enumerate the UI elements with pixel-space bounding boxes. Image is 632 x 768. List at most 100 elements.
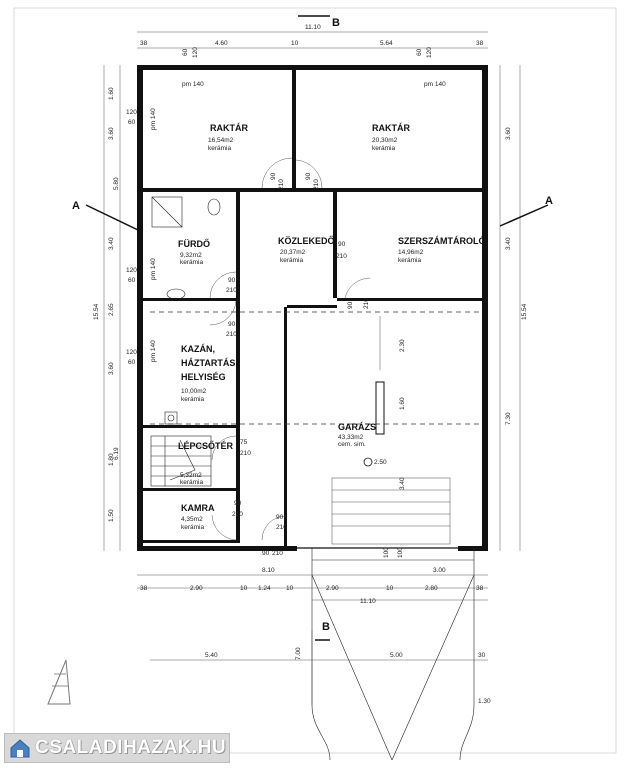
room-garazs-floor: cem. sim. [338, 441, 366, 448]
dim-bottom-part-9: 38 [476, 585, 484, 592]
room-kazan-name-line1: KAZÁN, [181, 344, 215, 354]
section-lines: A A B B [72, 15, 553, 641]
dimension-texts: 11.10 38 4.60 10 5.64 38 8.10 3.00 38 2.… [93, 24, 528, 705]
dimension-lines [103, 31, 521, 705]
dim-door-3b: 210 [226, 287, 237, 294]
room-kazan-floor: kerámia [181, 396, 205, 403]
dim-door-5b: 210 [226, 331, 237, 338]
dim-right-part-1: 3.60 [505, 127, 512, 140]
dim-door-9a: 90 [347, 301, 354, 309]
dim-bottom-part-5: 10 [286, 585, 294, 592]
room-kozlekedo-floor: kerámia [280, 257, 304, 264]
watermark-logo: CSALADIHAZAK.HU [4, 733, 230, 763]
room-raktar-1-name: RAKTÁR [210, 123, 248, 133]
dim-door-4b: 210 [336, 253, 347, 260]
dim-bottom-part-3: 10 [240, 585, 248, 592]
section-mark-b-bottom: B [322, 621, 330, 633]
section-mark-a-left: A [72, 200, 80, 212]
dim-window-top-60-a: 60 [182, 48, 189, 56]
room-kamra-floor: kerámia [181, 524, 205, 531]
dim-ramp-left: 5.40 [205, 652, 218, 659]
room-kazan-area: 10,00m2 [181, 388, 207, 395]
dim-window-top-120-a: 120 [192, 47, 199, 58]
dim-bottom-part-2: 2.90 [190, 585, 203, 592]
dim-ramp-width: 5.00 [390, 652, 403, 659]
bathroom-fixtures [151, 196, 221, 425]
dim-garage-inner-4: 2.50 [374, 459, 387, 466]
dim-garage-inner-3: 3.40 [399, 477, 406, 490]
dim-door-7a: 90 [234, 500, 242, 507]
dim-left-part-8: 1.80 [108, 453, 115, 466]
watermark-text: CSALADIHAZAK.HU [35, 737, 227, 758]
house-logo-icon [10, 739, 30, 758]
dim-window-3: pm 140 [150, 108, 157, 130]
dim-top-part-4: 5.64 [380, 40, 393, 47]
dim-left-mid: 5.80 [113, 177, 120, 190]
dim-door-8b: 210 [276, 524, 287, 531]
scan-frame [13, 7, 617, 754]
room-raktar-1-area: 16,54m2 [208, 137, 234, 144]
dim-window-top-60-b: 60 [416, 48, 423, 56]
dim-door-1b: 210 [278, 179, 285, 190]
dim-bottom-mid: 8.10 [262, 567, 275, 574]
room-lepcso-name: LÉPCSŐTÉR [178, 440, 234, 451]
room-furdo-area: 9,32m2 [180, 252, 202, 259]
dim-left-part-1: 1.60 [108, 87, 115, 100]
room-raktar-2-floor: kerámia [372, 145, 396, 152]
dim-top-part-3: 10 [291, 40, 299, 47]
dim-bottom-part-7: 10 [386, 585, 394, 592]
dim-door-3a: 90 [228, 277, 236, 284]
section-mark-a-right: A [545, 195, 553, 207]
dim-door-6b: 210 [240, 450, 251, 457]
room-raktar-2-area: 20,30m2 [372, 137, 398, 144]
dim-window-top-120-b: 120 [426, 47, 433, 58]
dim-left-part-9: 1.50 [108, 509, 115, 522]
room-kamra-area: 4,35m2 [181, 516, 203, 523]
room-garazs-name: GARÁZS [338, 422, 376, 432]
dim-left-part-4: 3.40 [108, 237, 115, 250]
driveway-ramp [311, 548, 475, 761]
section-mark-b-top: B [332, 17, 340, 29]
dim-door-4a: 90 [338, 241, 346, 248]
dim-ramp-end: 1.30 [478, 698, 491, 705]
garage-features [150, 311, 482, 545]
room-kazan-name-line2: HÁZTARTÁSI [181, 358, 238, 368]
dim-window-120-b: 120 [126, 267, 137, 274]
dim-door-6a: 75 [240, 439, 248, 446]
dim-right-part-4: 7.30 [505, 412, 512, 425]
dim-door-7b: 210 [232, 511, 243, 518]
dim-window-60-c: 60 [128, 359, 136, 366]
dim-door-10b: 210 [272, 550, 283, 557]
door-swings [209, 157, 371, 541]
room-lepcso-floor: kerámia [180, 479, 204, 486]
dim-top-part-1: 38 [140, 40, 148, 47]
dim-bottom-part-4: 1.24 [258, 585, 271, 592]
dim-door-5a: 90 [228, 321, 236, 328]
dim-door-2b: 210 [313, 179, 320, 190]
dim-top-part-2: 4.60 [215, 40, 228, 47]
dim-garage-inner-2: 1.60 [399, 397, 406, 410]
room-kazan-name-line3: HELYISÉG [181, 372, 226, 382]
dim-left-total: 15.54 [93, 303, 100, 320]
room-raktar-2-name: RAKTÁR [372, 123, 410, 133]
dim-bottom-part-8: 2.80 [425, 585, 438, 592]
room-szerszam-floor: kerámia [398, 257, 422, 264]
dim-left-part-6: 3.60 [108, 362, 115, 375]
dim-bottom-part-1: 38 [140, 585, 148, 592]
room-labels: RAKTÁR 16,54m2 kerámia RAKTÁR 20,30m2 ke… [178, 123, 486, 531]
dim-window-2: pm 140 [424, 81, 446, 88]
dim-left-part-5: 2.65 [108, 303, 115, 316]
dim-window-60-b: 60 [128, 277, 136, 284]
staircase [150, 435, 212, 487]
interior-walls [143, 70, 482, 548]
dim-window-5: pm 140 [150, 340, 157, 362]
dim-door-9b: 210 [363, 298, 370, 309]
dim-ramp-right: 30 [478, 652, 486, 659]
dim-door-1a: 90 [270, 172, 277, 180]
dim-right-part-3: 3.40 [505, 237, 512, 250]
dim-door-8a: 90 [276, 514, 284, 521]
north-arrow-icon [47, 659, 71, 705]
dim-door-10a: 90 [262, 550, 270, 557]
room-furdo-name: FÜRDŐ [178, 238, 210, 249]
